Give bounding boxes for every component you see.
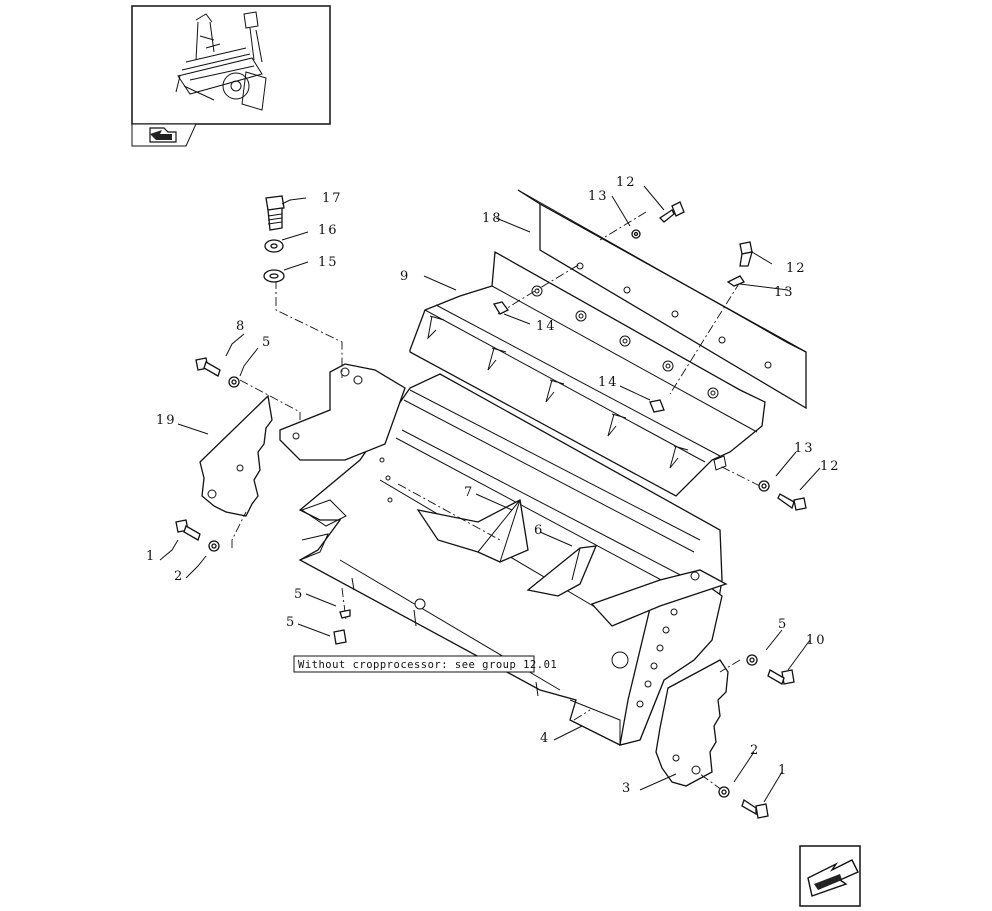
callout-13-right: 13 [794, 441, 815, 456]
assembly-thumbnail-icon[interactable] [131, 5, 331, 125]
side-plate-3 [655, 659, 729, 787]
callout-3: 3 [622, 781, 632, 796]
callout-1-left: 1 [146, 549, 156, 564]
side-plate-19 [199, 394, 273, 517]
next-page-arrow-icon[interactable] [799, 845, 861, 907]
callout-6: 5 [286, 615, 296, 630]
callout-9: 10 [806, 633, 827, 648]
nut-6 [333, 609, 351, 645]
callout-11: 9 [400, 269, 410, 284]
back-arrow-icon[interactable] [131, 123, 197, 147]
callout-13-top: 13 [588, 189, 609, 204]
group-note-text: Without cropprocessor: see group 12.01 [298, 659, 557, 671]
bolt-12-top [631, 201, 685, 239]
callout-5-mid: 5 [294, 587, 304, 602]
callout-7: 6 [534, 523, 544, 538]
callout-12-mid: 12 [786, 261, 807, 276]
group-note: Without cropprocessor: see group 12.01 [293, 655, 557, 673]
deflector-7 [526, 545, 598, 597]
shield-plate-18 [517, 189, 807, 410]
callout-1-right: 1 [778, 763, 788, 778]
callout-19: 19 [156, 413, 177, 428]
bolt-12-right [758, 480, 807, 511]
callout-2-left: 2 [174, 569, 184, 584]
callout-12-right: 12 [820, 459, 841, 474]
bolt-10 [195, 357, 240, 388]
callout-16: 16 [318, 223, 339, 238]
callout-14-top: 14 [536, 319, 557, 334]
callout-17: 17 [322, 191, 343, 206]
bolt-1-left [175, 519, 220, 552]
deflector-8 [416, 499, 529, 563]
callout-10: 8 [236, 319, 246, 334]
bolt-12-mid [726, 241, 753, 287]
bolt-1-right [718, 786, 769, 819]
callout-8: 7 [464, 485, 474, 500]
callout-13-mid: 13 [774, 285, 795, 300]
bolt-9 [746, 654, 795, 685]
washer-16 [264, 239, 284, 253]
callout-4: 4 [540, 731, 550, 746]
leader-lines [159, 185, 821, 803]
callout-2-right: 2 [750, 743, 760, 758]
bolt-17 [265, 195, 285, 231]
callout-12-top: 12 [616, 175, 637, 190]
callout-14-mid: 14 [598, 375, 619, 390]
bracket-left [279, 363, 406, 461]
callout-5-left: 5 [262, 335, 272, 350]
callout-5-right: 5 [778, 617, 788, 632]
nut-14 [492, 301, 665, 413]
callout-15: 15 [318, 255, 339, 270]
washer-15 [263, 269, 285, 283]
callout-labels: 17 16 15 8 5 19 1 2 18 9 13 12 12 13 14 … [146, 175, 841, 796]
callout-18: 18 [482, 211, 503, 226]
